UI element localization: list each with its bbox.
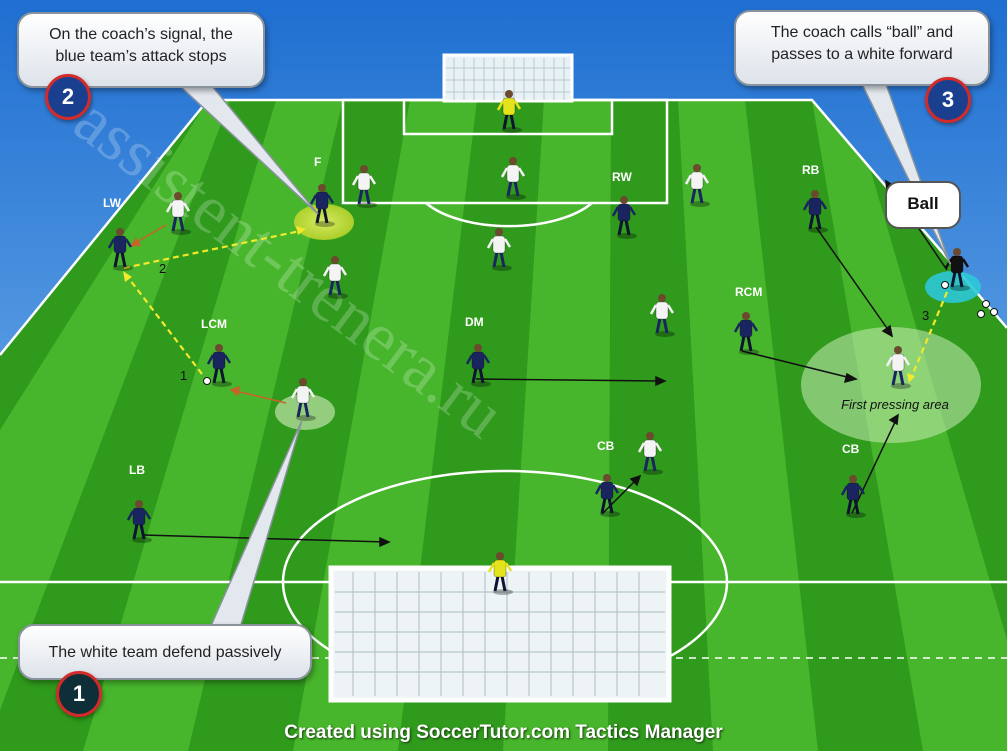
- label-cb-left: CB: [597, 439, 615, 453]
- label-rb: RB: [802, 163, 820, 177]
- player-white-pressing: [885, 346, 911, 389]
- first-pressing-area-label: First pressing area: [841, 397, 949, 412]
- player-dm: [465, 344, 491, 387]
- player-white-mid: [486, 228, 512, 271]
- callout-step-1: The white team defend passively: [18, 624, 312, 680]
- first-pressing-area: [801, 327, 981, 443]
- label-cb-right: CB: [842, 442, 860, 456]
- label-rcm: RCM: [735, 285, 762, 299]
- spare-ball: [982, 300, 990, 308]
- pressing-zone-forward: [294, 204, 354, 240]
- label-dm: DM: [465, 315, 484, 329]
- pass-number-2: 2: [159, 261, 166, 276]
- coach-ball: [941, 281, 949, 289]
- player-rw: [611, 196, 637, 239]
- pass-lines: [123, 229, 949, 377]
- callout-step-2: On the coach’s signal, the blue team’s a…: [17, 12, 265, 88]
- pressing-zone-left: [275, 394, 335, 430]
- spare-ball: [977, 310, 985, 318]
- pass-arrowheads: [123, 226, 915, 383]
- player-rb: [802, 190, 828, 233]
- player-white-f-below: [322, 256, 348, 299]
- label-f: F: [314, 155, 321, 169]
- position-labels: LW F RW RB LCM DM RCM LB CB CB: [103, 155, 860, 477]
- ball-call-tag: Ball: [885, 181, 961, 229]
- label-rw: RW: [612, 170, 632, 184]
- player-lw: [107, 228, 133, 271]
- callout-step-3-line1: The coach calls “ball” and: [770, 24, 954, 41]
- pass-number-1: 1: [180, 368, 187, 383]
- pass-number-3: 3: [922, 308, 929, 323]
- player-lb: [126, 500, 152, 543]
- goalkeeper-top: [496, 90, 522, 133]
- player-white-f-left: [351, 165, 377, 208]
- player-cb-left: [594, 474, 620, 517]
- player-white-center: [500, 157, 526, 200]
- label-lb: LB: [129, 463, 145, 477]
- label-lw: LW: [103, 196, 122, 210]
- step-badge-2: 2: [45, 74, 91, 120]
- press-arrows: [129, 224, 287, 404]
- player-white-right: [684, 164, 710, 207]
- bottom-goal: [328, 565, 672, 703]
- credit-footer: Created using SoccerTutor.com Tactics Ma…: [284, 722, 723, 743]
- label-lcm: LCM: [201, 317, 227, 331]
- player-white-lcm-marker: [290, 378, 316, 421]
- player-cb-right: [840, 475, 866, 518]
- callout-step-2-line2: blue team’s attack stops: [55, 48, 227, 65]
- callout-step-3: The coach calls “ball” and passes to a w…: [734, 10, 990, 86]
- callout-step-2-line1: On the coach’s signal, the: [49, 26, 233, 43]
- player-white-dm-right: [649, 294, 675, 337]
- step-badge-3: 3: [925, 77, 971, 123]
- callout-step-1-text: The white team defend passively: [48, 644, 282, 661]
- spare-ball: [990, 308, 998, 316]
- players: [107, 90, 998, 595]
- player-lcm-ball: [203, 377, 211, 385]
- player-rcm: [733, 312, 759, 355]
- player-lcm: [203, 344, 232, 387]
- step-badge-1: 1: [56, 671, 102, 717]
- goalkeeper-bottom: [487, 552, 513, 595]
- coach: [941, 248, 970, 291]
- player-white-lw-marker: [165, 192, 191, 235]
- player-white-cb-marker: [637, 432, 663, 475]
- callout-step-3-line2: passes to a white forward: [771, 46, 953, 63]
- player-f: [309, 184, 335, 227]
